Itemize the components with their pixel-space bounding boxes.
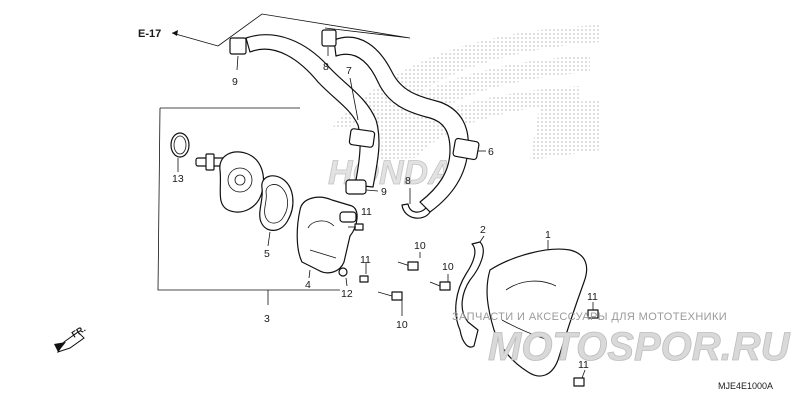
hose-6-band: [452, 137, 480, 161]
gasket-5: [259, 175, 294, 231]
fr-label: FR.: [70, 324, 88, 340]
callout-9-bottom: 9: [381, 186, 387, 198]
bolt-11d: [573, 377, 585, 387]
clamp-8-bottom: [401, 203, 431, 219]
callout-8-top: 8: [323, 61, 329, 73]
callout-4: 4: [305, 279, 311, 291]
front-indicator: FR.: [54, 324, 88, 353]
callout-10-b: 10: [442, 261, 454, 273]
callout-13: 13: [172, 173, 184, 185]
bolt-10c: [377, 291, 403, 301]
clamp-9-top: [229, 37, 247, 55]
e17-label: E-17: [138, 28, 161, 40]
clamp-9-bottom: [345, 179, 367, 195]
e17-reference: E-17: [138, 13, 411, 47]
callout-3: 3: [264, 313, 270, 325]
leader-lines: [177, 47, 594, 379]
watermark-tagline: ЗАПЧАСТИ И АКСЕССУАРЫ ДЛЯ МОТОТЕХНИКИ: [452, 311, 727, 323]
clamp-8-top: [321, 29, 337, 47]
callout-labels: 9 8 7 6 8 9 13 5 4 3 11 11 12 10 10 10 2…: [172, 61, 598, 371]
pump-housing-4: [296, 196, 358, 274]
bolt-10a: [397, 261, 419, 271]
callout-7: 7: [346, 65, 352, 77]
diagram-code: MJE4E1000A: [718, 381, 773, 391]
callout-11-b: 11: [360, 254, 371, 266]
bracket-2: [455, 241, 484, 348]
pump-cover: [219, 151, 265, 213]
callout-10-a: 10: [414, 240, 426, 252]
callout-11-c: 11: [587, 291, 598, 303]
cover-1: [486, 248, 588, 377]
callout-10-c: 10: [396, 319, 408, 331]
bolt-11a: [348, 223, 364, 231]
callout-8-bottom: 8: [405, 175, 411, 187]
bolt-10b: [429, 281, 451, 291]
callout-9-top: 9: [232, 76, 238, 88]
callout-5: 5: [264, 248, 270, 260]
callout-2: 2: [480, 224, 486, 236]
pump-outlet: [339, 211, 357, 223]
callout-11-a: 11: [361, 206, 372, 218]
washer-12: [338, 267, 348, 277]
callout-11-d: 11: [578, 359, 589, 371]
site-watermark: ЗАПЧАСТИ И АКСЕССУАРЫ ДЛЯ МОТОТЕХНИКИ MO…: [452, 311, 791, 369]
callout-1: 1: [545, 229, 551, 241]
group-bracket: [157, 107, 340, 291]
hose-7: [245, 34, 380, 188]
callout-6: 6: [488, 146, 494, 158]
bolt-11b: [359, 275, 369, 283]
callout-12: 12: [341, 288, 353, 300]
hose-7-band: [348, 128, 376, 148]
watermark-logo: MOTOSPOR.RU: [488, 325, 791, 369]
